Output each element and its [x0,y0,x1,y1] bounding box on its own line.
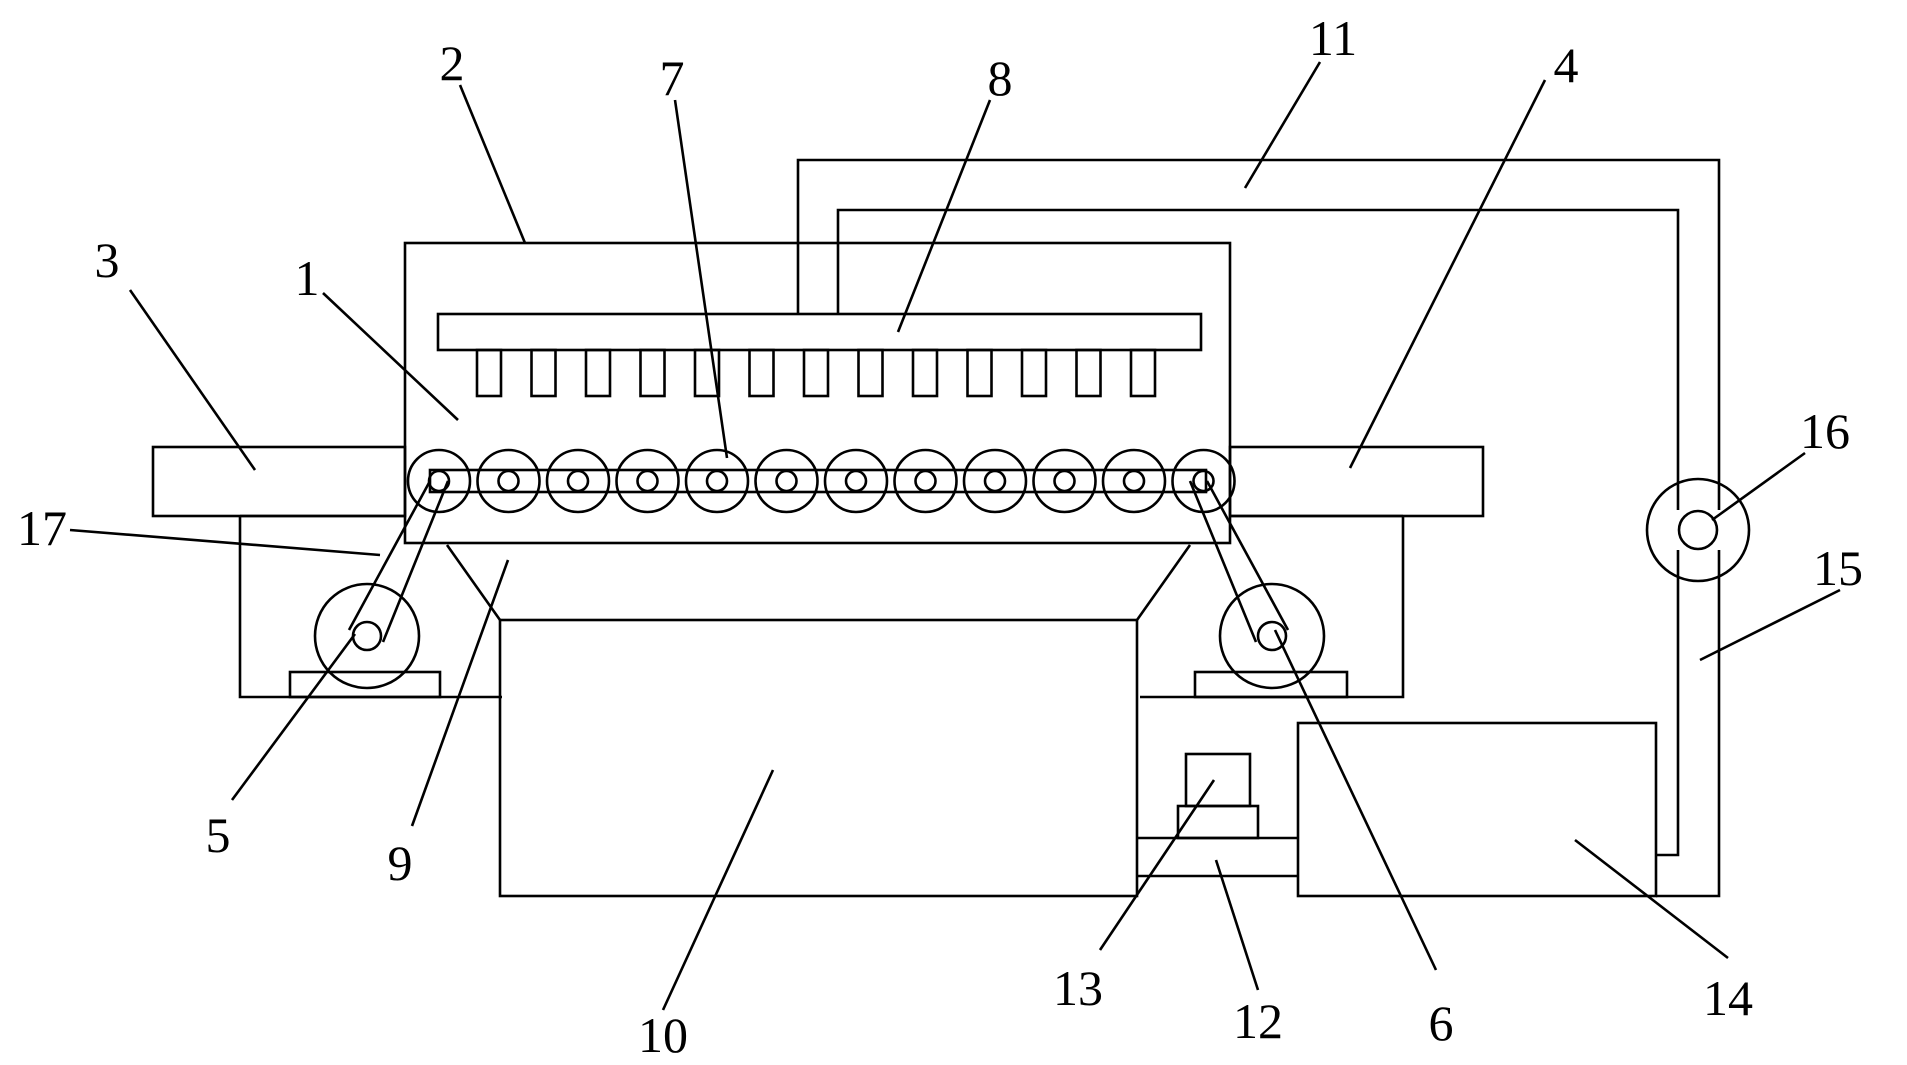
spray-nozzle [1129,348,1157,398]
roller [476,448,541,514]
label-7: 7 [660,50,685,106]
label-6: 6 [1429,995,1454,1051]
label-17: 17 [17,500,67,556]
roller [684,448,750,514]
right-drive-belt [1188,480,1290,643]
roller [545,448,611,514]
left-drive-motor [288,582,442,699]
label-16: 16 [1800,403,1850,459]
label-12: 12 [1233,993,1283,1049]
spray-nozzle [911,348,939,398]
supply-pipe [796,158,1721,510]
spray-nozzle [530,348,557,398]
leader-lines [69,61,1841,1011]
spray-nozzle [1020,348,1048,398]
label-5: 5 [206,807,231,863]
label-4: 4 [1554,37,1579,93]
left-drive-belt [347,480,450,643]
roller [823,448,889,514]
spray-nozzles [475,348,1157,398]
right-drive-motor [1193,582,1349,699]
main-chamber [403,241,1232,545]
collecting-hopper [445,544,1192,621]
spray-nozzle [584,348,612,398]
collection-tank [498,618,1139,898]
roller [754,448,819,514]
return-pipe [1656,550,1721,898]
roller [962,448,1028,514]
label-14: 14 [1703,970,1753,1026]
spray-nozzle [693,348,721,398]
infeed-table [151,445,407,518]
roller [893,448,958,514]
label-13: 13 [1053,960,1103,1016]
label-9: 9 [388,835,413,891]
spray-bar [436,312,1203,352]
label-8: 8 [988,50,1013,106]
label-11: 11 [1309,10,1357,66]
spray-nozzle [966,348,993,398]
spray-nozzle [748,348,775,398]
label-10: 10 [638,1007,688,1063]
roller [615,448,680,514]
valve [1645,477,1751,583]
pump [1176,752,1260,840]
label-15: 15 [1813,540,1863,596]
label-2: 2 [440,35,465,91]
roller [1032,448,1097,514]
label-1: 1 [295,250,320,306]
spray-nozzle [802,348,830,398]
spray-nozzle [857,348,884,398]
spray-nozzle [475,348,503,398]
roller [1171,448,1236,514]
roller-conveyor [406,448,1236,514]
roller [1101,448,1167,514]
spray-nozzle [639,348,666,398]
spray-nozzle [1075,348,1102,398]
label-3: 3 [95,232,120,288]
water-tank [1296,721,1658,898]
